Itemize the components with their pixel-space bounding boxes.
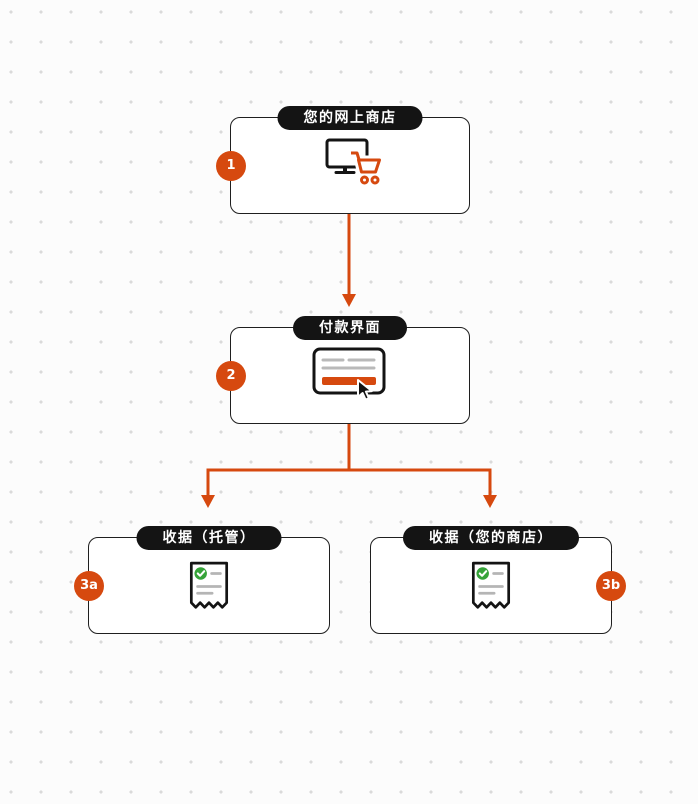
node-label: 收据（托管） bbox=[136, 525, 282, 551]
node-payment-page: 2 付款界面 bbox=[216, 315, 470, 424]
node-label: 收据（您的商店） bbox=[403, 525, 579, 551]
step-badge-1: 1 bbox=[216, 150, 246, 181]
step-badge-3a: 3a bbox=[74, 570, 104, 601]
payment-form-icon bbox=[312, 347, 386, 401]
online-store-icon bbox=[325, 138, 383, 184]
receipt-icon bbox=[471, 561, 511, 609]
step-badge-3b: 3b bbox=[596, 570, 626, 601]
node-online-store: 1 您的网上商店 bbox=[216, 105, 470, 214]
node-receipt-hosted: 3a 收据（托管） bbox=[74, 525, 330, 634]
receipt-icon bbox=[189, 561, 229, 609]
step-badge-2: 2 bbox=[216, 360, 246, 391]
node-receipt-your-store: 3b 收据（您的商店） bbox=[370, 525, 626, 634]
node-label: 付款界面 bbox=[293, 315, 407, 341]
node-label: 您的网上商店 bbox=[277, 105, 423, 131]
